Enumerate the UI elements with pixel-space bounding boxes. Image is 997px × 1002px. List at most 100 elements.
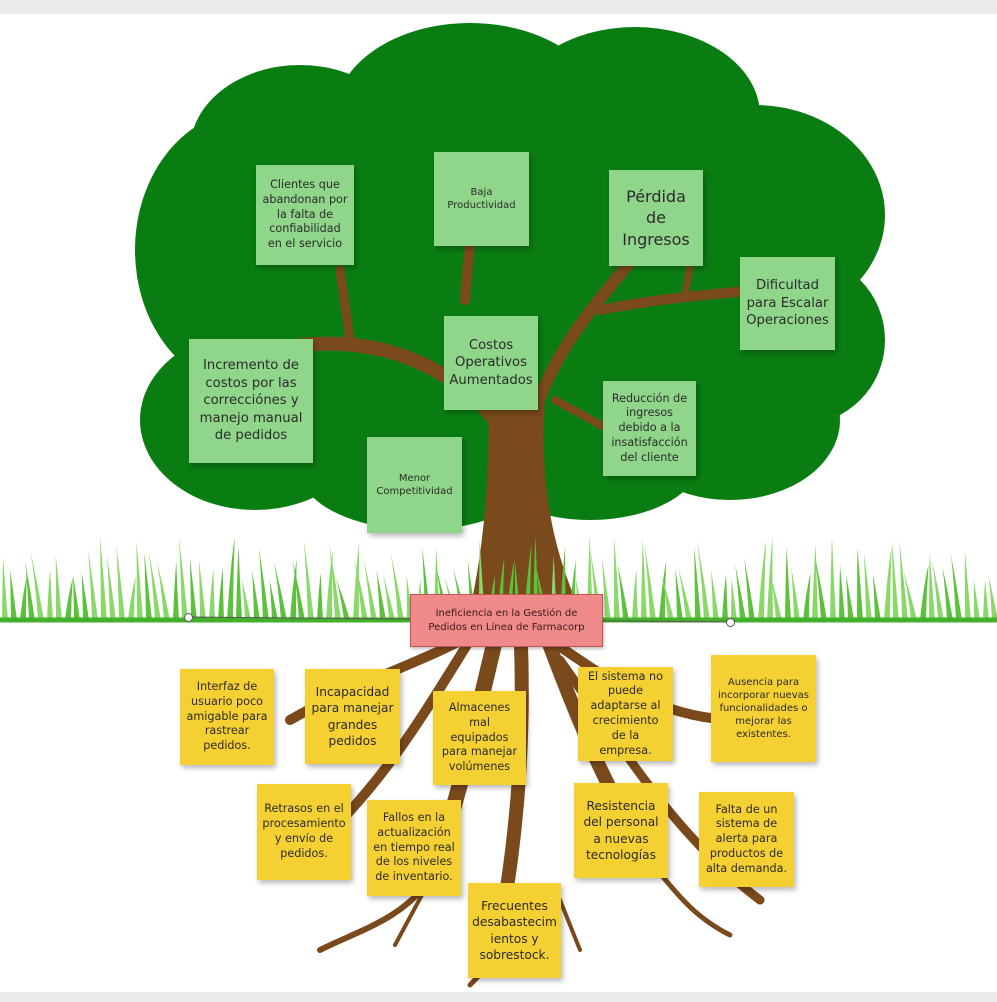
grass-blade — [269, 579, 278, 620]
grass-blade — [857, 546, 863, 620]
grass-blade — [236, 546, 242, 620]
grass-blade — [173, 561, 179, 620]
effect-note[interactable]: Reducción de ingresos debido a la insati… — [603, 381, 696, 476]
grass-blade — [329, 542, 341, 620]
grass-blade — [376, 569, 386, 620]
cause-note[interactable]: Retrasos en el procesamiento y envío de … — [257, 784, 351, 880]
grass-blade — [920, 564, 929, 620]
effect-note[interactable]: Costos Operativos Aumentados — [444, 316, 538, 410]
cause-note[interactable]: Almacenes mal equipados para manejar vol… — [433, 691, 526, 785]
grass-blade — [2, 557, 8, 620]
grass-blade — [770, 576, 782, 620]
grass-blade — [209, 569, 215, 620]
grass-blade — [335, 576, 350, 620]
grass-blade — [317, 573, 323, 620]
cause-note[interactable]: Resistencia del personal a nuevas tecnol… — [574, 783, 668, 878]
grass-blade — [812, 544, 818, 620]
effect-note[interactable]: Incremento de costos por las correccióne… — [189, 339, 313, 463]
grass-blade — [973, 579, 980, 620]
grass-blade — [863, 552, 872, 620]
grass-blade — [20, 576, 27, 620]
grass-blade — [632, 569, 638, 620]
grass-strip — [2, 535, 997, 620]
grass-blade — [884, 546, 892, 620]
grass-blade — [988, 576, 997, 620]
grass-blade — [353, 557, 368, 620]
grass-blade — [744, 557, 755, 620]
effect-note[interactable]: Baja Productividad — [434, 152, 529, 246]
grass-blade — [677, 565, 692, 620]
grass-blade — [644, 542, 656, 620]
grass-blade — [144, 552, 152, 620]
effect-note[interactable]: Dificultad para Escalar Operaciones — [740, 257, 835, 350]
grass-blade — [116, 545, 125, 620]
grass-blade — [30, 550, 44, 620]
grass-blade — [252, 570, 260, 620]
grass-blade — [931, 559, 944, 620]
cause-note[interactable]: Falta de un sistema de alerta para produ… — [699, 792, 794, 887]
grass-blade — [803, 572, 811, 620]
grass-blade — [258, 546, 269, 620]
grass-blade — [198, 559, 206, 620]
grass-blade — [964, 550, 971, 620]
cause-note[interactable]: Incapacidad para manejar grandes pedidos — [305, 669, 400, 764]
grass-blade — [791, 567, 800, 620]
grass-blade — [106, 555, 116, 620]
grass-blade — [189, 557, 197, 620]
grass-blade — [661, 576, 674, 620]
tree-trunk — [470, 400, 580, 610]
grass-blade — [241, 578, 251, 620]
grass-blade — [758, 540, 767, 620]
diagram-canvas: Clientes que abandonan por la falta de c… — [0, 14, 997, 992]
grass-blade — [227, 536, 235, 620]
effect-note[interactable]: Menor Competitividad — [367, 437, 462, 533]
grass-blade — [88, 549, 98, 620]
grass-blade — [72, 574, 80, 620]
grass-blade — [902, 569, 917, 620]
grass-blade — [614, 536, 620, 620]
grass-blade — [303, 539, 314, 620]
grass-blade — [601, 556, 611, 620]
grass-blade — [814, 553, 827, 620]
grass-blade — [273, 560, 287, 620]
grass-blade — [675, 568, 683, 620]
grass-blade — [47, 569, 53, 620]
cause-note[interactable]: Fallos en la actualización en tiempo rea… — [367, 800, 461, 896]
cause-note[interactable]: Ausencia para incorporar nuevas funciona… — [711, 655, 816, 762]
grass-blade — [983, 579, 989, 620]
grass-blade — [846, 574, 854, 620]
grass-blade — [55, 554, 62, 620]
connector-handle-right[interactable] — [726, 618, 735, 627]
cause-note[interactable]: Interfaz de usuario poco amigable para r… — [180, 669, 274, 765]
effect-note[interactable]: Pérdida de Ingresos — [609, 170, 703, 266]
grass-blade — [9, 569, 17, 620]
grass-blade — [81, 571, 89, 620]
cause-note[interactable]: Frecuentes desabastecim ientos y sobrest… — [468, 883, 561, 978]
grass-blade — [785, 547, 791, 620]
grass-blade — [659, 561, 667, 620]
grass-blade — [722, 574, 728, 620]
grass-blade — [148, 550, 161, 620]
connector-handle-left[interactable] — [184, 613, 193, 622]
grass-blade — [292, 558, 305, 620]
cause-note[interactable]: El sistema no puede adaptarse al crecimi… — [578, 667, 673, 761]
grass-blade — [694, 546, 701, 620]
grass-blade — [830, 536, 836, 620]
grass-blade — [711, 569, 719, 620]
grass-blade — [156, 559, 170, 620]
grass-blade — [950, 554, 962, 620]
grass-blade — [363, 558, 377, 620]
grass-blade — [218, 567, 224, 620]
central-problem-note[interactable]: Ineficiencia en la Gestión de Pedidos en… — [410, 594, 603, 647]
grass-blade — [326, 550, 333, 620]
grass-blade — [65, 577, 73, 620]
grass-blade — [839, 564, 845, 620]
grass-blade — [382, 573, 395, 620]
grass-blade — [136, 540, 143, 620]
effect-note[interactable]: Clientes que abandonan por la falta de c… — [256, 165, 354, 265]
grass-blade — [128, 576, 136, 620]
grass-blade — [290, 559, 297, 620]
grass-blade — [696, 539, 710, 620]
grass-blade — [767, 537, 773, 620]
grass-blade — [353, 542, 360, 620]
